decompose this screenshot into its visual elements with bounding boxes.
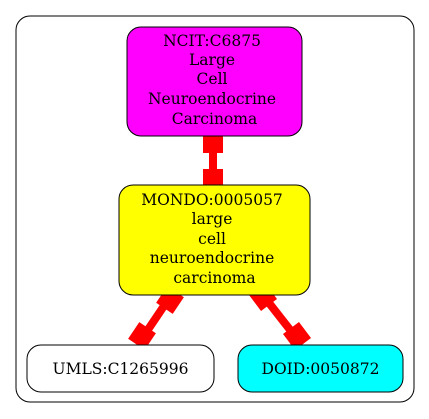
node-ncit-label: NCIT:C6875 Large Cell Neuroendocrine Car… [148, 32, 281, 128]
node-umls-label: UMLS:C1265996 [53, 360, 189, 378]
node-doid-box [237, 344, 404, 393]
node-mondo-line: carcinoma [173, 269, 255, 287]
node-ncit-line: NCIT:C6875 [163, 32, 261, 50]
edge-mondo-doid-marker-bottom [282, 321, 312, 351]
edge-ncit-mondo-marker-top [203, 133, 223, 153]
node-ncit-line: Carcinoma [172, 110, 257, 128]
cluster-frame [15, 15, 415, 403]
node-doid-label: DOID:0050872 [262, 360, 380, 378]
node-doid[interactable]: DOID:0050872 [237, 344, 404, 393]
edge-mondo-umls [128, 286, 184, 350]
node-umls-box [26, 344, 215, 393]
node-ncit-line: Large [189, 51, 235, 69]
node-mondo-label: MONDO:0005057 large cell neuroendocrine … [141, 191, 287, 287]
node-umls[interactable]: UMLS:C1265996 [26, 344, 215, 393]
edge-ncit-mondo [203, 133, 223, 190]
node-mondo-line: large [192, 210, 233, 228]
node-doid-line: DOID:0050872 [262, 360, 380, 378]
node-mondo-line: cell [198, 230, 226, 248]
node-ncit[interactable]: NCIT:C6875 Large Cell Neuroendocrine Car… [126, 26, 303, 137]
node-mondo[interactable]: MONDO:0005057 large cell neuroendocrine … [118, 184, 311, 296]
node-mondo-line: MONDO:0005057 [141, 191, 283, 209]
node-umls-line: UMLS:C1265996 [53, 360, 189, 378]
node-ncit-box [126, 26, 303, 137]
node-mondo-line: neuroendocrine [150, 249, 275, 267]
node-mondo-box [118, 184, 311, 296]
node-ncit-line: Cell [197, 70, 228, 88]
edge-ncit-mondo-marker-bottom [203, 169, 223, 189]
node-ncit-line: Neuroendocrine [148, 90, 276, 108]
edge-mondo-umls-marker-bottom [128, 322, 156, 350]
